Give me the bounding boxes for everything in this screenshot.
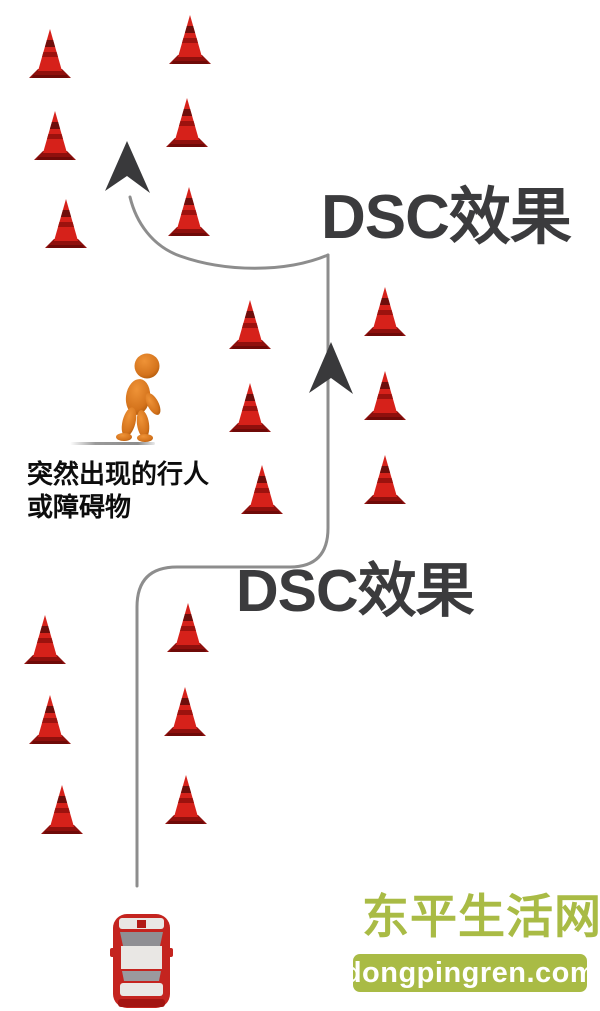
obstacle-label-line2: 或障碍物 (27, 492, 132, 522)
car-trunk (120, 983, 163, 996)
traffic-cone (43, 196, 89, 252)
pedestrian-leg-front (136, 410, 150, 438)
traffic-cone (163, 772, 209, 828)
watermark-site-name: 东平生活网 (362, 890, 600, 943)
obstacle-label: 突然出现的行人 或障碍物 (27, 458, 209, 524)
car-top-view (110, 914, 173, 1008)
traffic-cone (167, 12, 213, 68)
traffic-cone (362, 368, 408, 424)
route-swoosh-path (128, 195, 330, 270)
traffic-cone (165, 600, 211, 656)
traffic-cone (27, 692, 73, 748)
traffic-cone (164, 95, 210, 151)
traffic-cone (362, 284, 408, 340)
pedestrian-figure (116, 353, 161, 442)
traffic-cone (162, 684, 208, 740)
watermark-url: dongpingren.com (343, 956, 597, 989)
car-mirror-left (110, 948, 116, 957)
car-windshield (120, 932, 163, 946)
arrow-up-mid-icon (309, 342, 353, 394)
car-hood-detail (137, 920, 146, 928)
traffic-cone (227, 380, 273, 436)
pedestrian-leg-back (121, 407, 137, 437)
pedestrian-foot-back (116, 433, 132, 441)
pedestrian-arm (145, 393, 161, 415)
car-rear-window (122, 971, 161, 981)
car-mirror-right (167, 948, 173, 957)
car-roof (121, 946, 162, 969)
car-rear-bumper (118, 999, 165, 1007)
traffic-cone (166, 184, 212, 240)
traffic-cone (32, 108, 78, 164)
dsc-effect-label-top: DSC效果 (321, 183, 572, 252)
pedestrian-shadow (70, 442, 155, 445)
traffic-cone (362, 452, 408, 508)
traffic-cone (22, 612, 68, 668)
pedestrian-foot-front (137, 434, 153, 442)
pedestrian-torso (125, 379, 151, 415)
arrow-up-top-icon (105, 141, 150, 193)
route-main-path (135, 253, 330, 888)
traffic-cone (39, 782, 85, 838)
obstacle-label-line1: 突然出现的行人 (27, 459, 210, 489)
traffic-cone (239, 462, 285, 518)
traffic-cone (27, 26, 73, 82)
watermark-url-banner: dongpingren.com (344, 954, 596, 992)
dsc-effect-label-bottom: DSC效果 (236, 558, 475, 624)
traffic-cone (227, 297, 273, 353)
pedestrian-head (134, 353, 160, 379)
